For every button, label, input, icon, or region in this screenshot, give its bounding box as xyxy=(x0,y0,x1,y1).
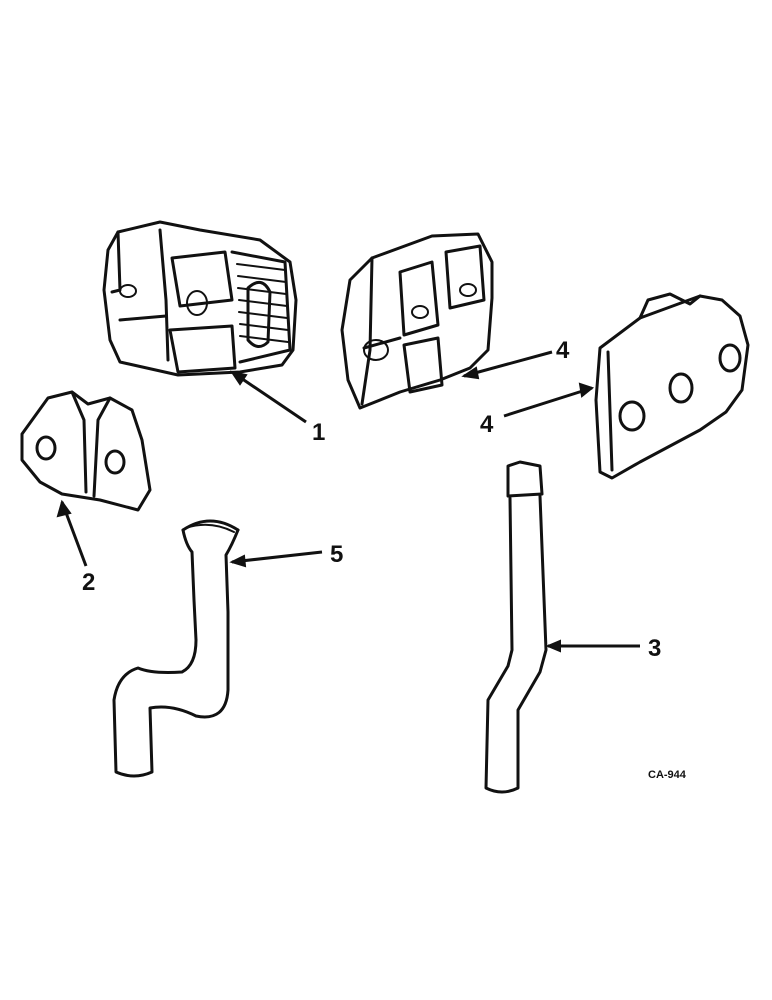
leader-4a xyxy=(463,350,553,378)
leader-5 xyxy=(231,550,323,564)
arrowhead-4b xyxy=(578,382,595,398)
callout-4a: 4 xyxy=(556,337,570,364)
arrowhead-1 xyxy=(229,370,248,386)
callout-3: 3 xyxy=(648,635,661,662)
callout-5: 5 xyxy=(330,541,343,568)
callout-leaders xyxy=(56,350,640,653)
callout-1: 1 xyxy=(312,419,325,446)
part-1-bracket xyxy=(102,220,298,377)
reference-code: CA-944 xyxy=(648,769,687,781)
callout-2: 2 xyxy=(82,569,95,596)
arrowhead-3 xyxy=(545,639,561,653)
part-5-tube xyxy=(112,519,240,778)
part-3-rod xyxy=(484,460,548,794)
arrowhead-5 xyxy=(229,554,247,568)
arrowhead-4a xyxy=(461,366,480,380)
part-4-block xyxy=(340,232,494,410)
arrowhead-2 xyxy=(56,499,72,518)
part-1-ribs xyxy=(236,263,289,343)
leader-4b xyxy=(503,386,593,418)
part-2-clip xyxy=(20,390,152,512)
callout-4b: 4 xyxy=(480,411,494,438)
leader-1 xyxy=(231,370,307,424)
callout-labels: 1 2 5 4 4 3 xyxy=(82,337,661,662)
part-4-plate xyxy=(594,292,750,480)
